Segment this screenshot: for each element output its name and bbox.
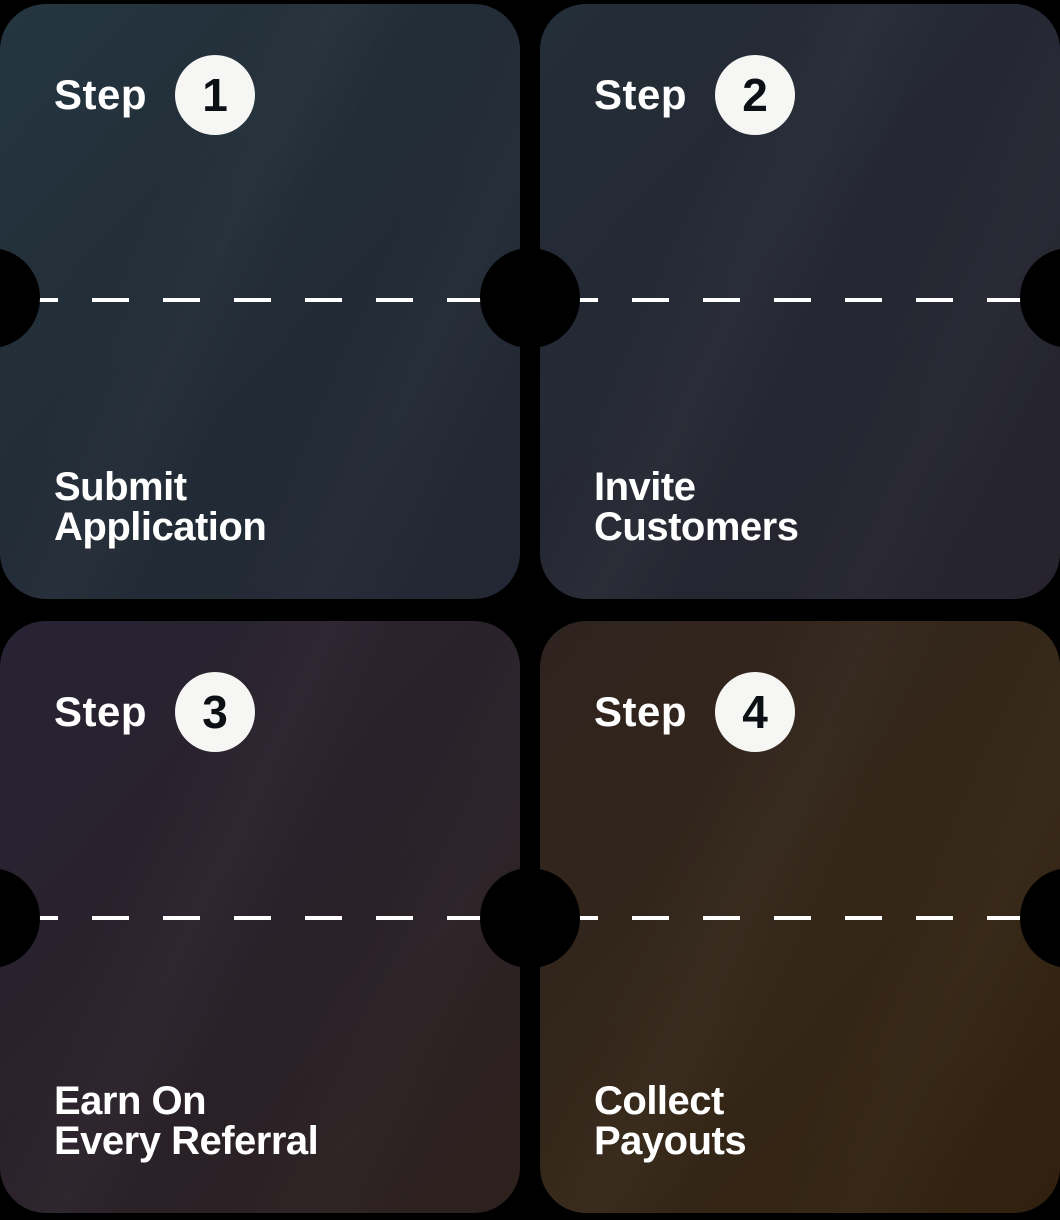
perforation-dashed-line — [540, 298, 1060, 302]
card-title: Submit Application — [54, 465, 267, 549]
step-number: 4 — [742, 686, 768, 738]
card-title: Collect Payouts — [594, 1079, 747, 1163]
step-card-1: Step 1 Submit Application — [0, 4, 520, 599]
step-number: 1 — [202, 69, 228, 121]
step-label: Step — [54, 71, 148, 118]
step-header: Step 4 — [594, 671, 796, 753]
perforation-dashed-line — [0, 298, 520, 302]
step-number-badge: 3 — [175, 672, 256, 752]
step-label: Step — [594, 688, 688, 735]
step-number: 2 — [742, 69, 768, 121]
step-number-badge: 2 — [715, 55, 796, 135]
step-number-badge: 4 — [715, 672, 796, 752]
step-number-badge: 1 — [175, 55, 256, 135]
step-card-4: Step 4 Collect Payouts — [540, 621, 1060, 1213]
step-card-2: Step 2 Invite Customers — [540, 4, 1060, 599]
step-label: Step — [54, 688, 148, 735]
step-header: Step 3 — [54, 671, 256, 753]
perforation-dashed-line — [0, 916, 520, 920]
step-number: 3 — [202, 686, 228, 738]
card-title: Invite Customers — [594, 465, 799, 549]
step-header: Step 2 — [594, 54, 796, 136]
step-card-3: Step 3 Earn On Every Referral — [0, 621, 520, 1213]
card-title: Earn On Every Referral — [54, 1079, 319, 1163]
step-label: Step — [594, 71, 688, 118]
perforation-dashed-line — [540, 916, 1060, 920]
step-header: Step 1 — [54, 54, 256, 136]
